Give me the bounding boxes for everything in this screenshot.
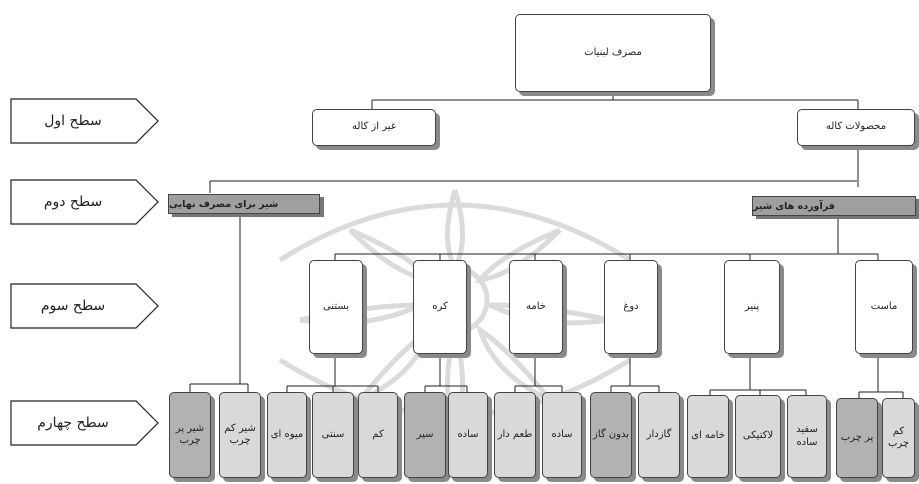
level-4-label: سطح چهارم	[37, 415, 109, 431]
leaf-bastani-fruit-label: میوه ای	[270, 428, 304, 440]
leaf-bastani-low-label: کم	[372, 428, 384, 440]
node-khame-label: خامه	[526, 300, 546, 312]
leaf-panir-lactic: لاکتیکی	[735, 395, 781, 478]
leaf-dough-still: بدون گاز	[590, 392, 632, 478]
level-1-label: سطح اول	[44, 113, 102, 129]
leaf-dough-carbonated-label: گازدار	[646, 428, 672, 440]
leaf-mast-low-fat: کم چرب	[882, 398, 915, 478]
leaf-milk-low-fat: شیر کم چرب	[219, 392, 261, 478]
leaf-panir-cream: خامه ای	[687, 395, 729, 478]
node-non-kaleh-label: غیر از کاله	[352, 121, 396, 133]
leaf-milk-high-fat: شیر پر چرب	[169, 392, 211, 478]
node-khame: خامه	[509, 260, 563, 354]
leaf-panir-white-plain-label: سفید ساده	[796, 424, 818, 448]
level-1-arrow-shape	[10, 98, 159, 144]
node-kaleh-products-label: محصولات کاله	[825, 121, 887, 133]
level-3-arrow-shape	[10, 283, 159, 329]
node-panir: پنیر	[724, 260, 780, 354]
leaf-kare-plain: ساده	[448, 392, 488, 478]
node-mast: ماست	[855, 260, 913, 354]
node-dairy-products: فرآورده های شیر	[752, 196, 916, 216]
level-2-marker: سطح دوم	[10, 179, 159, 225]
leaf-mast-high-fat-label: پر چرب	[840, 431, 874, 443]
node-dough-label: دوغ	[623, 300, 639, 312]
level-2-label: سطح دوم	[43, 194, 103, 210]
node-milk-final-use: شیر برای مصرف نهایی	[168, 194, 320, 214]
leaf-bastani-low: کم	[358, 392, 398, 478]
leaf-khame-plain: ساده	[542, 392, 582, 478]
level-2-arrow-shape	[10, 179, 159, 225]
leaf-khame-plain-label: ساده	[551, 428, 573, 440]
level-3-marker: سطح سوم	[10, 283, 159, 329]
node-kare: کره	[413, 260, 467, 354]
node-non-kaleh: غیر از کاله	[312, 109, 436, 146]
node-dough: دوغ	[604, 260, 658, 354]
leaf-dough-carbonated: گازدار	[638, 392, 680, 478]
leaf-kare-plain-label: ساده	[457, 428, 479, 440]
level-4-arrow-shape	[10, 400, 159, 446]
leaf-dough-still-label: بدون گاز	[592, 428, 630, 440]
node-milk-final-use-label: شیر برای مصرف نهایی	[169, 198, 279, 210]
leaf-panir-lactic-label: لاکتیکی	[742, 430, 774, 442]
leaf-panir-cream-label: خامه ای	[691, 430, 725, 442]
node-panir-label: پنیر	[744, 300, 760, 312]
leaf-milk-low-fat-label: شیر کم چرب	[224, 422, 256, 447]
leaf-khame-flavored: طعم دار	[494, 392, 536, 478]
node-mast-label: ماست	[870, 300, 898, 312]
leaf-mast-high-fat: پر چرب	[836, 398, 878, 478]
level-3-label: سطح سوم	[40, 298, 106, 314]
node-bastani-label: بستنی	[322, 300, 350, 312]
leaf-bastani-fruit: میوه ای	[267, 392, 307, 478]
leaf-kare-garlic-label: سیر	[416, 428, 434, 440]
leaf-kare-garlic: سیر	[404, 392, 446, 478]
leaf-panir-white-plain: سفید ساده	[787, 395, 827, 478]
leaf-bastani-traditional-label: سنتی	[321, 428, 345, 440]
root-node-label: مصرف لبنیات	[584, 46, 642, 58]
node-kare-label: کره	[432, 300, 448, 312]
leaf-bastani-traditional: سنتی	[312, 392, 354, 478]
root-node: مصرف لبنیات	[515, 14, 711, 92]
node-bastani: بستنی	[309, 260, 363, 354]
leaf-khame-flavored-label: طعم دار	[497, 428, 533, 440]
node-kaleh-products: محصولات کاله	[797, 109, 915, 146]
level-4-marker: سطح چهارم	[10, 400, 159, 446]
node-dairy-products-label: فرآورده های شیر	[753, 200, 835, 212]
leaf-milk-high-fat-label: شیر پر چرب	[175, 422, 205, 447]
level-1-marker: سطح اول	[10, 98, 159, 144]
leaf-mast-low-fat-label: کم چرب	[887, 425, 910, 450]
